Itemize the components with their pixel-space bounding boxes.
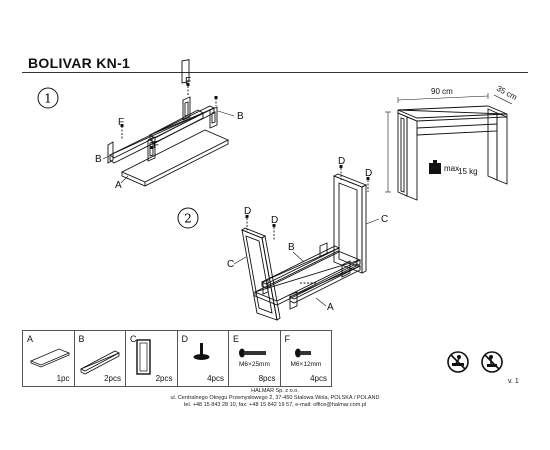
step-1-marker: 1 <box>37 87 59 109</box>
part-qty: 2pcs <box>155 374 173 383</box>
company-name: HALMAR Sp. z o.o. <box>251 388 299 394</box>
part-qty: 4pcs <box>207 374 224 383</box>
label-b: B <box>288 242 295 253</box>
no-sitting-icon <box>481 351 503 373</box>
label-a: A <box>327 302 334 313</box>
bolt-long-icon <box>239 348 266 358</box>
part-qty: 4pcs <box>310 374 327 383</box>
title-underline <box>22 72 528 73</box>
label-f: F <box>118 117 124 128</box>
company-address: ul. Centralnego Okręgu Przemysłowego 2, … <box>170 395 380 401</box>
part-size: M6×12mm <box>290 361 322 368</box>
parts-list: A 1pc B 2pcs C 2pcs D 4pcs E <box>22 330 332 387</box>
step-2-drawing <box>241 168 369 321</box>
part-qty: 2pcs <box>104 374 121 383</box>
step-2-marker: 2 <box>177 207 199 229</box>
part-qty: 1pc <box>56 374 70 383</box>
part-letter: C <box>130 334 137 344</box>
part-a: A 1pc <box>23 331 75 386</box>
board-panel-icon <box>29 348 71 368</box>
part-qty: 8pcs <box>258 374 276 383</box>
version-label: v. 1 <box>508 378 519 385</box>
assembly-drawing: 1 F F F B B <box>37 59 519 321</box>
label-a: A <box>115 180 122 191</box>
part-b: B 2pcs <box>75 331 126 386</box>
step-2-labels: D D D D C C B A <box>227 156 388 313</box>
label-f: F <box>185 76 191 87</box>
part-f: F M6×12mm 4pcs <box>281 331 332 386</box>
label-b: B <box>95 154 102 165</box>
label-d: D <box>338 156 345 167</box>
step-2-number: 2 <box>184 212 192 226</box>
rail-bar-icon <box>79 350 120 375</box>
label-f: F <box>153 140 159 151</box>
step-1-drawing <box>107 59 230 187</box>
part-e: E M6×25mm 8pcs <box>229 331 281 386</box>
step-1-number: 1 <box>44 92 52 106</box>
step-2-feet <box>245 165 370 227</box>
dimension-labels: 90 cm 35 cm <box>431 84 519 102</box>
part-letter: D <box>181 334 189 344</box>
part-letter: F <box>284 334 291 344</box>
width-dimension: 90 cm <box>431 87 453 96</box>
document-title: BOLIVAR KN-1 <box>28 55 131 71</box>
label-c: C <box>381 214 388 225</box>
label-d: D <box>271 215 278 226</box>
part-d: D 4pcs <box>178 331 229 386</box>
label-d: D <box>365 168 372 179</box>
label-b: B <box>237 111 244 122</box>
bolt-short-icon <box>294 348 311 358</box>
part-letter: A <box>27 334 34 344</box>
label-d: D <box>244 206 251 217</box>
max-load-value: 15 kg <box>458 167 478 176</box>
part-size: M6×25mm <box>239 361 270 368</box>
assembled-desk-drawing <box>385 93 513 201</box>
label-c: C <box>227 259 234 270</box>
depth-dimension: 35 cm <box>495 84 519 102</box>
weight-icon <box>429 160 441 174</box>
step-1-bolts <box>120 83 218 149</box>
part-letter: E <box>233 334 240 344</box>
part-letter: B <box>78 334 85 344</box>
no-climbing-icon <box>447 351 469 373</box>
part-c: C 2pcs <box>126 331 178 386</box>
leveling-foot-icon <box>193 343 209 360</box>
max-load-prefix: max. <box>444 164 461 173</box>
step-1-labels: F F F B B A <box>95 76 244 191</box>
frame-leg-icon <box>136 339 151 375</box>
company-contact: tel. +48 15 843 28 10, fax: +48 15 842 1… <box>183 402 367 408</box>
